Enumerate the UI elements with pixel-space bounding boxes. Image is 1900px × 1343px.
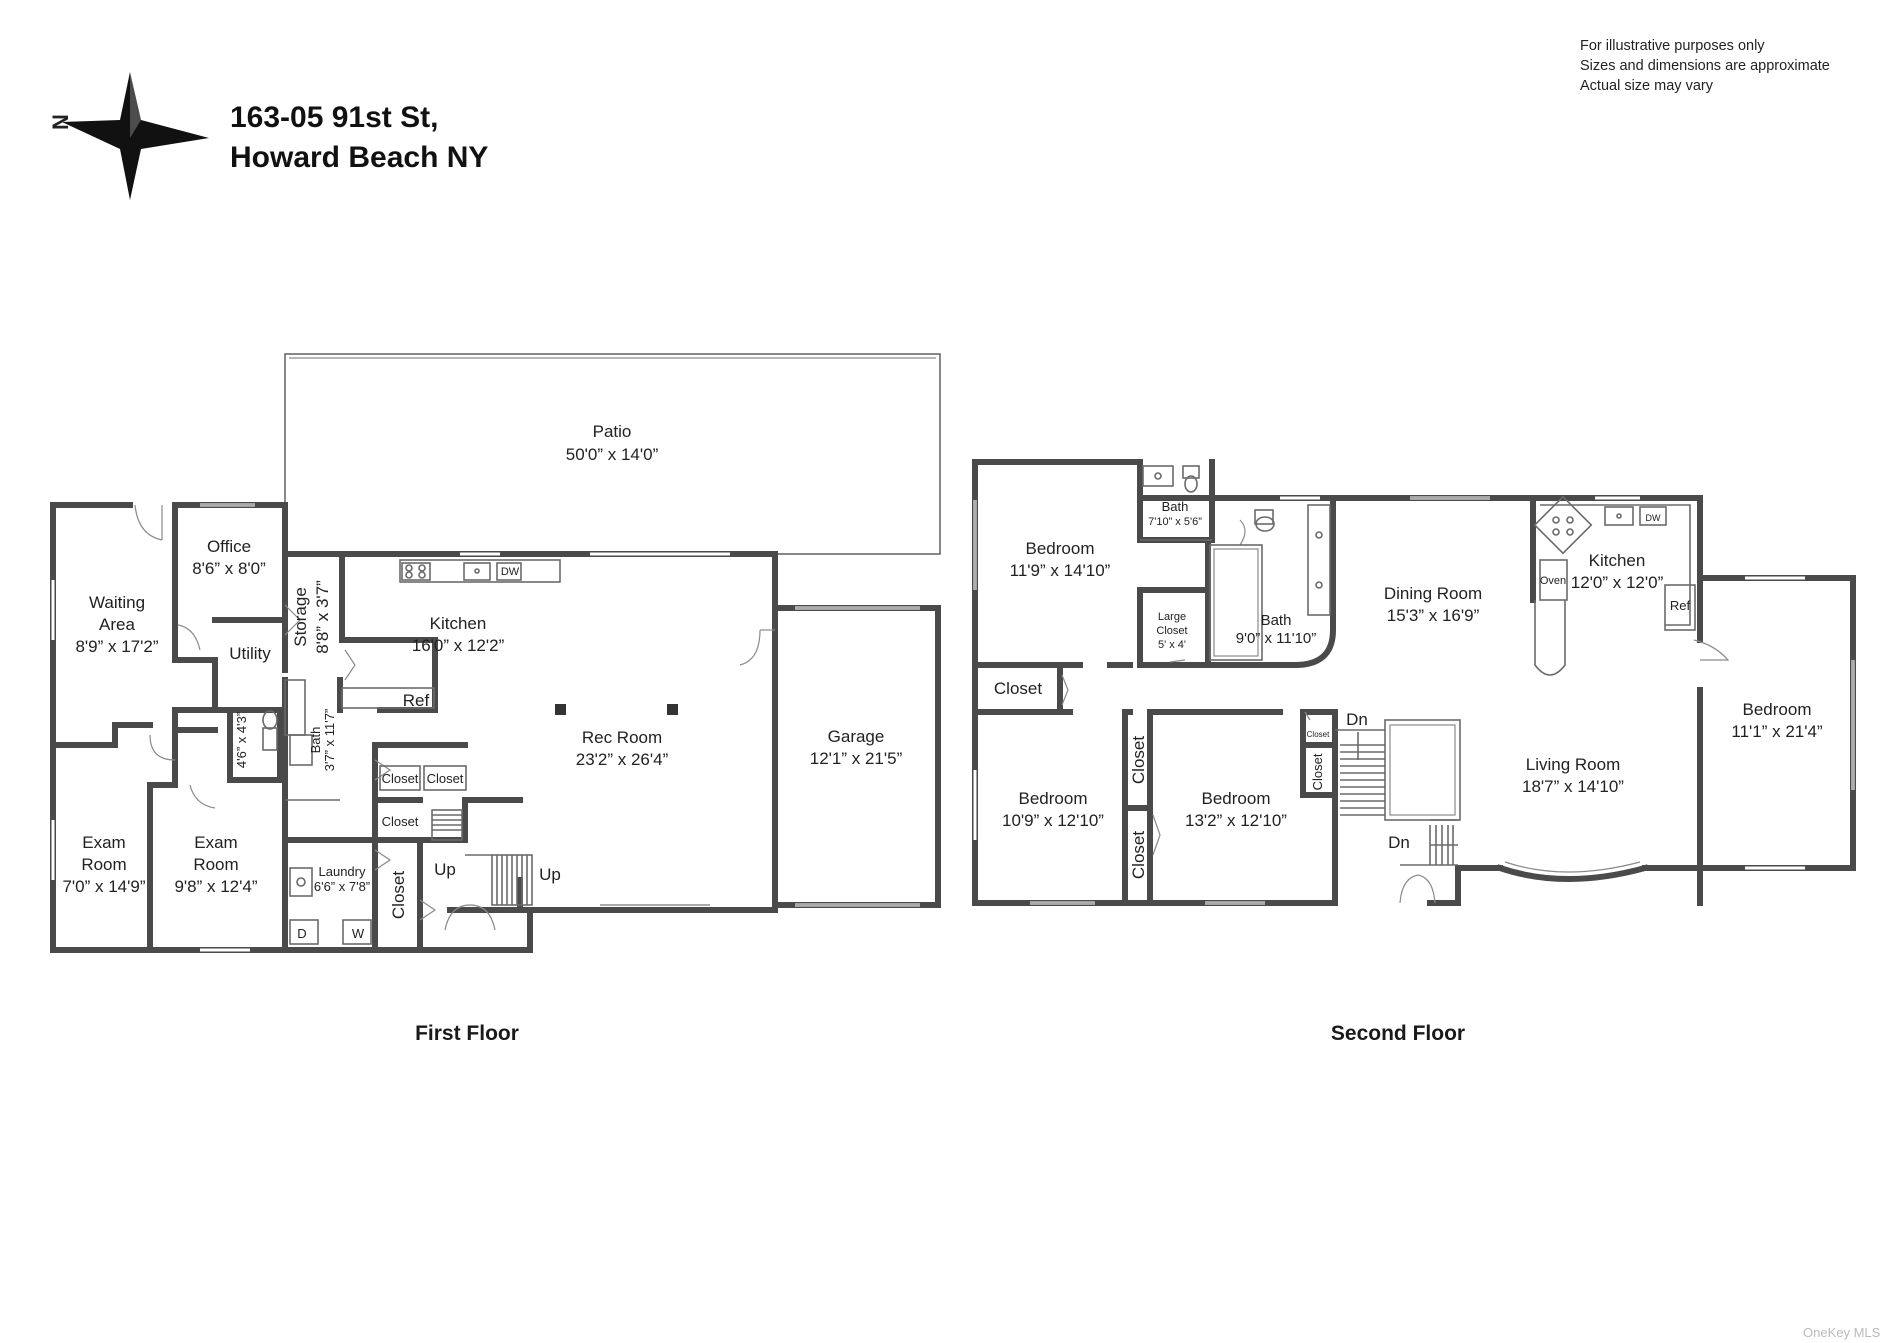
second-floor-plan: Bedroom 11'9” x 14'10” Bath 7'10” x 5'6”… xyxy=(972,459,1856,1045)
first-floor-plan: Patio 50'0” x 14'0” Waiting Area 8'9” x … xyxy=(50,353,941,1045)
address-line-2: Howard Beach NY xyxy=(230,141,488,174)
bath-size: 3'7” x 11'7” xyxy=(322,709,337,772)
oven-label: Oven xyxy=(1540,575,1566,587)
closet-west-label: Closet xyxy=(994,679,1042,698)
patio-size: 50'0” x 14'0” xyxy=(566,445,659,464)
utility-label: Utility xyxy=(229,644,271,663)
office-size: 8'6” x 8'0” xyxy=(192,559,266,578)
second-kitchen-ref-label: Ref xyxy=(1670,598,1691,613)
stairs-up-label-1: Up xyxy=(434,860,456,879)
large-closet-size: 5' x 4' xyxy=(1158,639,1186,651)
kitchen-dw-label: DW xyxy=(501,566,520,578)
garage-size: 12'1” x 21'5” xyxy=(810,749,903,768)
small-bath-label: Bath xyxy=(1162,499,1189,514)
storage-size: 8'8” x 3'7” xyxy=(313,580,332,654)
compass-rose: N xyxy=(48,72,209,200)
closet-vertical-2-label: Closet xyxy=(1129,831,1148,879)
closet-3-label: Closet xyxy=(382,814,419,829)
second-kitchen-dw-label: DW xyxy=(1646,513,1661,523)
kitchen-ref-label: Ref xyxy=(403,691,430,710)
dryer-label: D xyxy=(297,926,306,941)
small-closet-1-label: Closet xyxy=(1307,730,1330,739)
stairs-down-label-1: Dn xyxy=(1346,710,1368,729)
large-closet-label-2: Closet xyxy=(1156,625,1187,637)
office-label: Office xyxy=(207,537,251,556)
patio-label: Patio xyxy=(593,422,632,441)
disclaimer-line-1: For illustrative purposes only xyxy=(1580,38,1765,54)
living-room-label: Living Room xyxy=(1526,755,1621,774)
first-floor-title: First Floor xyxy=(415,1022,519,1045)
stairs-up-label-2: Up xyxy=(539,865,561,884)
bedroom-nw-size: 11'9” x 14'10” xyxy=(1010,561,1111,580)
second-floor-fixtures xyxy=(1140,465,1696,676)
dining-room-size: 15'3” x 16'9” xyxy=(1387,606,1480,625)
dining-room-label: Dining Room xyxy=(1384,584,1482,603)
exam-room-1-label-1: Exam xyxy=(82,833,125,852)
exam-room-2-label-1: Exam xyxy=(194,833,237,852)
bedroom-east-label: Bedroom xyxy=(1743,700,1812,719)
waiting-area-label-2: Area xyxy=(99,615,135,634)
exam-room-1-size: 7'0” x 14'9” xyxy=(62,877,145,896)
exam-room-2-size: 9'8” x 12'4” xyxy=(174,877,257,896)
laundry-label: Laundry xyxy=(319,864,366,879)
hall-dimension: 4'6” x 4'3” xyxy=(234,712,249,768)
disclaimer-line-2: Sizes and dimensions are approximate xyxy=(1580,58,1830,74)
rec-room-label: Rec Room xyxy=(582,728,662,747)
watermark: OneKey MLS xyxy=(1803,1325,1881,1340)
closet-1-label: Closet xyxy=(382,771,419,786)
second-kitchen-size: 12'0” x 12'0” xyxy=(1571,573,1664,592)
kitchen-label: Kitchen xyxy=(430,614,487,633)
closet-vertical-1-label: Closet xyxy=(1129,736,1148,784)
large-closet-label-1: Large xyxy=(1158,611,1186,623)
address-line-1: 163-05 91st St, xyxy=(230,101,438,134)
waiting-area-label-1: Waiting xyxy=(89,593,145,612)
rec-room-size: 23'2” x 26'4” xyxy=(576,750,669,769)
second-kitchen-label: Kitchen xyxy=(1589,551,1646,570)
closet-2-label: Closet xyxy=(427,771,464,786)
second-floor-title: Second Floor xyxy=(1331,1022,1465,1045)
living-room-size: 18'7” x 14'10” xyxy=(1522,777,1624,796)
bedroom-east-size: 11'1” x 21'4” xyxy=(1731,722,1823,741)
bedroom-nw-label: Bedroom xyxy=(1026,539,1095,558)
small-bath-size: 7'10” x 5'6” xyxy=(1148,516,1202,528)
closet-4-label: Closet xyxy=(389,871,408,919)
kitchen-size: 16'0” x 12'2” xyxy=(412,636,505,655)
bath-label: Bath xyxy=(308,727,323,754)
exam-room-2-label-2: Room xyxy=(193,855,238,874)
waiting-area-size: 8'9” x 17'2” xyxy=(75,637,158,656)
exam-room-1-label-2: Room xyxy=(81,855,126,874)
bedroom-sw-size: 10'9” x 12'10” xyxy=(1002,811,1104,830)
stairs-down-label-2: Dn xyxy=(1388,833,1410,852)
first-floor-fixtures xyxy=(262,559,561,945)
bedroom-south-size: 13'2” x 12'10” xyxy=(1185,811,1287,830)
laundry-size: 6'6” x 7'8” xyxy=(314,879,370,894)
washer-label: W xyxy=(352,926,365,941)
disclaimer-line-3: Actual size may vary xyxy=(1580,78,1714,94)
bedroom-sw-label: Bedroom xyxy=(1019,789,1088,808)
small-closet-2-label: Closet xyxy=(1310,753,1325,790)
compass-north-label: N xyxy=(48,114,73,130)
main-bath-label: Bath xyxy=(1261,612,1292,629)
storage-label: Storage xyxy=(291,587,310,647)
bedroom-south-label: Bedroom xyxy=(1202,789,1271,808)
garage-label: Garage xyxy=(828,727,885,746)
main-bath-size: 9'0” x 11'10” xyxy=(1236,630,1317,647)
